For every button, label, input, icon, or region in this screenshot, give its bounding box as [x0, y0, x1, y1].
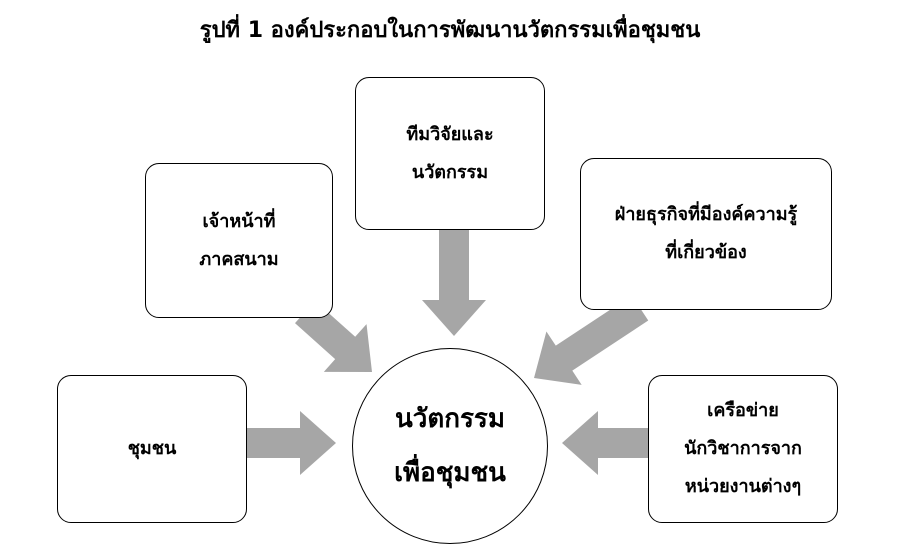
node-label: ภาคสนาม: [199, 248, 279, 270]
node-label: ฝ่ายธุรกิจที่มีองค์ความรู้: [614, 204, 798, 225]
figure-title: รูปที่ 1 องค์ประกอบในการพัฒนานวัตกรรมเพื…: [199, 18, 701, 43]
node-community: ชุมชน: [57, 375, 247, 523]
node-label: เครือข่าย: [707, 400, 779, 421]
node-academic-network: เครือข่าย นักวิชาการจาก หน่วยงานต่างๆ: [648, 375, 838, 523]
arrow-community-to-center: [247, 411, 336, 475]
node-label: นักวิชาการจาก: [684, 438, 802, 459]
center-label: เพื่อชุมชน: [394, 458, 506, 488]
arrow-field-staff-to-center: [294, 300, 372, 372]
node-label: เจ้าหน้าที่: [202, 210, 276, 232]
node-field-staff: เจ้าหน้าที่ ภาคสนาม: [145, 163, 333, 318]
arrow-academic-network-to-center: [562, 411, 648, 475]
node-business: ฝ่ายธุรกิจที่มีองค์ความรู้ ที่เกี่ยวข้อง: [580, 158, 832, 310]
arrow-research-team-to-center: [422, 230, 486, 336]
node-label: ทีมวิจัยและ: [406, 123, 494, 145]
center-node-community-innovation: นวัตกรรม เพื่อชุมชน: [352, 348, 548, 544]
node-research-team: ทีมวิจัยและ นวัตกรรม: [355, 77, 545, 230]
node-label: ที่เกี่ยวข้อง: [665, 242, 747, 263]
node-label: นวัตกรรม: [411, 161, 489, 183]
node-label: หน่วยงานต่างๆ: [684, 476, 802, 497]
arrow-business-to-center: [534, 295, 649, 385]
center-label: นวัตกรรม: [394, 404, 506, 434]
node-label: ชุมชน: [127, 438, 177, 459]
